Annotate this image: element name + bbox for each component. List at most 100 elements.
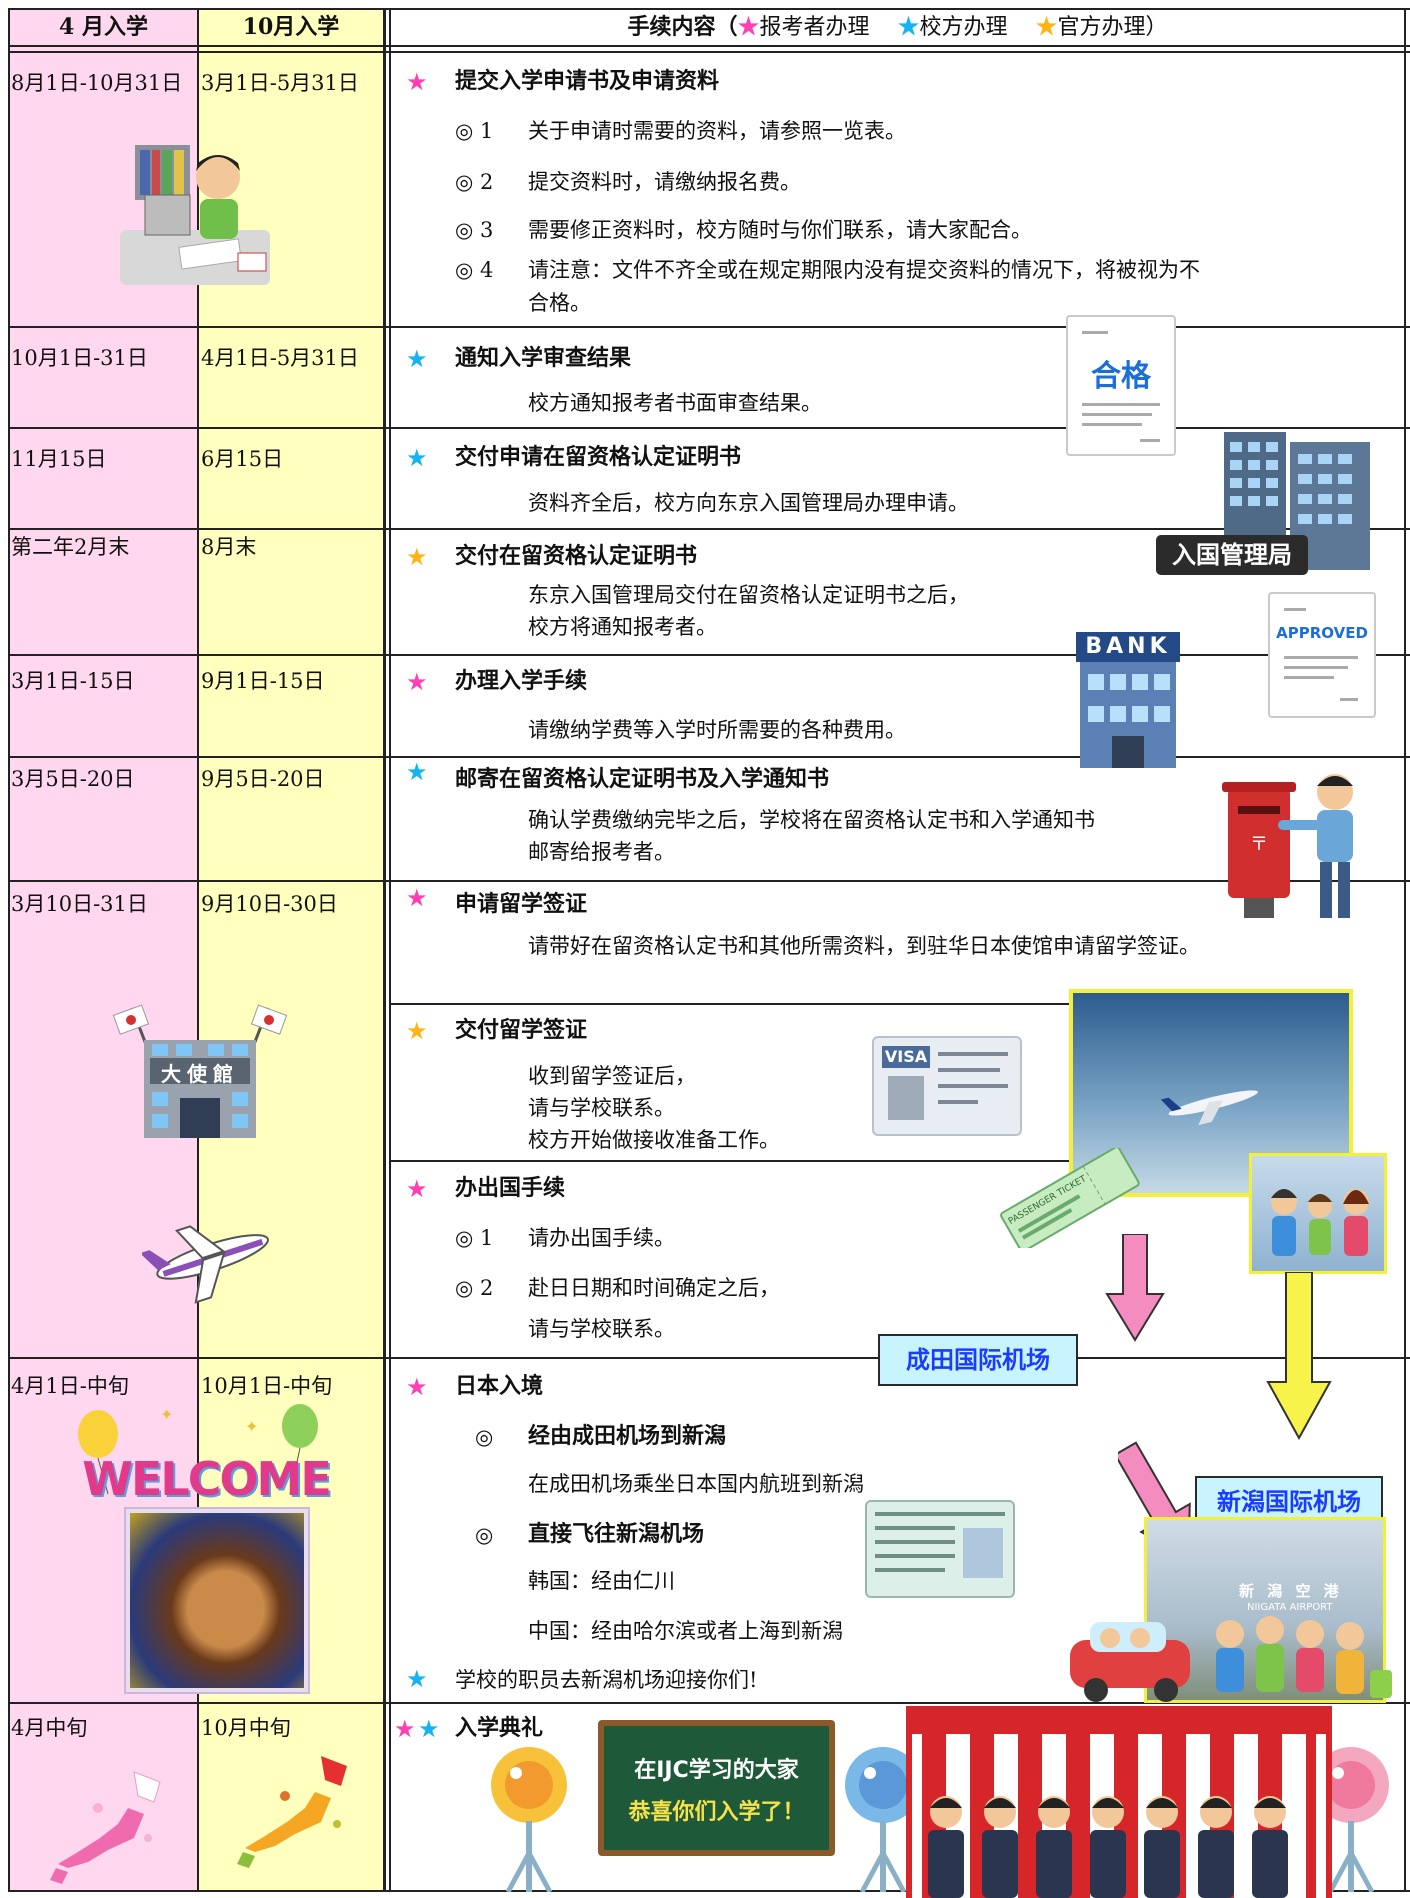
grid-line [1404,8,1406,1892]
row3-april-date: 11月15日 [11,447,107,471]
row8-title: 日本入境 [455,1374,544,1399]
row7-april-date: 3月10日-31日 [11,892,148,916]
row7-sub2-item-1: 请办出国手续。 [528,1226,675,1250]
row2-title: 通知入学审查结果 [455,346,632,371]
row8-route2-mark: ◎ [475,1523,494,1547]
row8-korea: 韩国：经由仁川 [528,1569,675,1593]
visa-label: VISA [882,1046,930,1068]
row7-october-date: 9月10日-30日 [201,892,338,916]
arrow-down-icon [1105,1234,1165,1342]
grid-line [10,326,1410,328]
row1-mark-2: ◎ 2 [455,170,494,194]
row8-route1-mark: ◎ [475,1425,494,1449]
row7-sub2-item-2-line1: 赴日日期和时间确定之后， [528,1276,780,1300]
row8-route2-title: 直接飞往新潟机场 [528,1522,705,1547]
japan-map-pink-illustration [50,1771,161,1884]
row6-april-date: 3月5日-20日 [11,767,135,791]
row1-item-4-line1: 请注意：文件不齐全或在规定期限内没有提交资料的情况下，将被视为不 [528,258,1200,282]
approved-document-image: APPROVED [1268,592,1376,718]
row4-text-line1: 东京入国管理局交付在留资格认定证明书之后， [528,583,969,607]
row7-sub1-line1: 收到留学签证后， [528,1064,696,1088]
row1-mark-3: ◎ 3 [455,218,494,242]
row3-october-date: 6月15日 [201,447,284,471]
row5-title: 办理入学手续 [455,669,588,694]
row5-october-date: 9月1日-15日 [201,669,325,693]
applicant-star-icon: ★ [406,668,428,696]
niigata-airport-sign-en: NIIGATA AIRPORT [1247,1602,1333,1613]
official-star-icon: ★ [1035,15,1058,40]
header-school-label: 校方办理 [919,15,1008,40]
bank-building-illustration: BANK [1076,632,1180,768]
row7-sub1-line2: 请与学校联系。 [528,1096,675,1120]
row6-text-line1: 确认学费缴纳完毕之后，学校将在留资格认定书和入学通知书 [528,808,1095,832]
row6-title: 邮寄在留资格认定证明书及入学通知书 [455,767,830,792]
row1-mark-4: ◎ 4 [455,258,494,282]
row4-title: 交付在留资格认定证明书 [455,544,698,569]
header-applicant-label: 报考者办理 [759,15,870,40]
post-box-illustration: 〒 [1222,774,1353,918]
arrow-down-icon [1266,1272,1332,1441]
grid-line [391,1003,1071,1005]
row9-title: 入学典礼 [455,1716,544,1741]
japan-map-autumn-illustration [237,1756,347,1868]
grid-line [8,8,10,1892]
row4-text-line2: 校方将通知报考者。 [528,615,717,639]
airplane-icon [142,1225,269,1304]
grid-line [10,1890,1410,1892]
official-star-icon: ★ [406,1017,428,1045]
row5-text: 请缴纳学费等入学时所需要的各种费用。 [528,718,906,742]
applicant-star-icon: ★ [406,68,428,96]
row5-april-date: 3月1日-15日 [11,669,135,693]
applicant-star-icon: ★ [394,1715,416,1743]
row9-october-date: 10月中旬 [201,1716,291,1740]
grid-line [10,1702,1410,1704]
applicant-star-icon: ★ [406,884,428,912]
grid-line [10,528,1410,530]
school-star-icon: ★ [406,758,428,786]
residence-card-image [865,1500,1015,1598]
row2-text: 校方通知报考者书面审查结果。 [528,391,822,415]
row9-april-date: 4月中旬 [11,1716,88,1740]
row7-sub1-line3: 校方开始做接收准备工作。 [528,1128,780,1152]
row4-april-date: 第二年2月末 [11,535,130,559]
svg-text:✦: ✦ [160,1405,173,1424]
blackboard-line2: 恭喜你们入学了！ [628,1800,805,1825]
row3-text: 资料齐全后，校方向东京入国管理局办理申请。 [528,491,969,515]
row8-route1-title: 经由成田机场到新潟 [528,1424,727,1449]
row3-title: 交付申请在留资格认定证明书 [455,445,742,470]
flower-stand-illustration [845,1747,921,1892]
dog-photo [126,1509,308,1692]
immigration-sign: 入国管理局 [1156,535,1308,575]
grid-line [197,8,199,1892]
grid-line [10,51,1410,53]
row1-item-4-line2: 合格。 [528,291,591,315]
svg-text:✦: ✦ [245,1417,258,1436]
row1-october-date: 3月1日-5月31日 [201,71,359,95]
flower-stand-illustration [1313,1747,1389,1892]
blackboard: 在IJC学习的大家 恭喜你们入学了！ [598,1720,835,1856]
ceremony-stage-illustration [906,1706,1332,1898]
row4-october-date: 8月末 [201,535,257,559]
grid-line [10,427,1410,429]
row2-october-date: 4月1日-5月31日 [201,346,359,370]
row1-april-date: 8月1日-10月31日 [11,71,183,95]
grid-line [10,45,1410,47]
airplane-icon [956,1414,1089,1454]
row8-route1-text: 在成田机场乘坐日本国内航班到新潟 [528,1472,864,1496]
grid-line [10,756,1410,758]
row1-title: 提交入学申请书及申请资料 [455,69,720,94]
row8-april-date: 4月1日-中旬 [11,1374,129,1398]
applicant-star-icon: ★ [406,1175,428,1203]
row1-item-1: 关于申请时需要的资料，请参照一览表。 [528,119,906,143]
visa-card-image: VISA [872,1036,1022,1136]
row6-october-date: 9月5日-20日 [201,767,325,791]
school-star-icon: ★ [406,444,428,472]
grid-line [10,880,1410,882]
embassy-sign: 大使館 [161,1062,239,1086]
flower-stand-illustration [491,1747,567,1892]
arrival-people-illustration [1070,1616,1392,1702]
school-star-icon: ★ [897,15,920,40]
applicant-star-icon: ★ [406,1373,428,1401]
blackboard-line1: 在IJC学习的大家 [634,1758,799,1783]
row7-sub1-title: 交付留学签证 [455,1018,588,1043]
